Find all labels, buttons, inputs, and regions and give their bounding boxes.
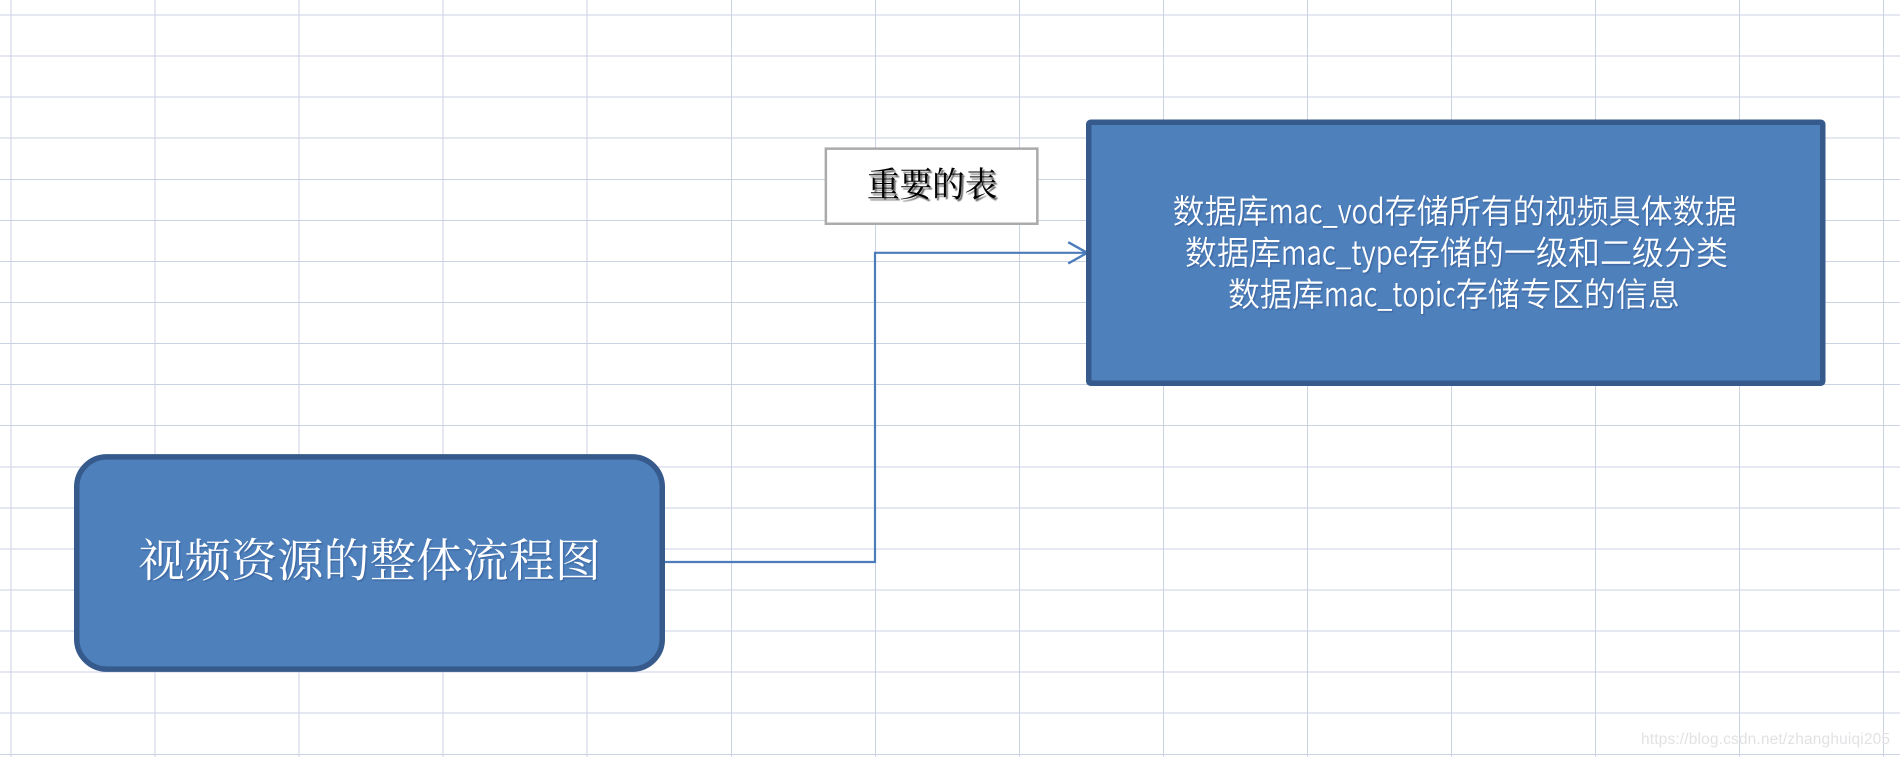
svg-text:https://blog.csdn.net/zhanghui: https://blog.csdn.net/zhanghuiqi205 <box>1641 731 1890 748</box>
